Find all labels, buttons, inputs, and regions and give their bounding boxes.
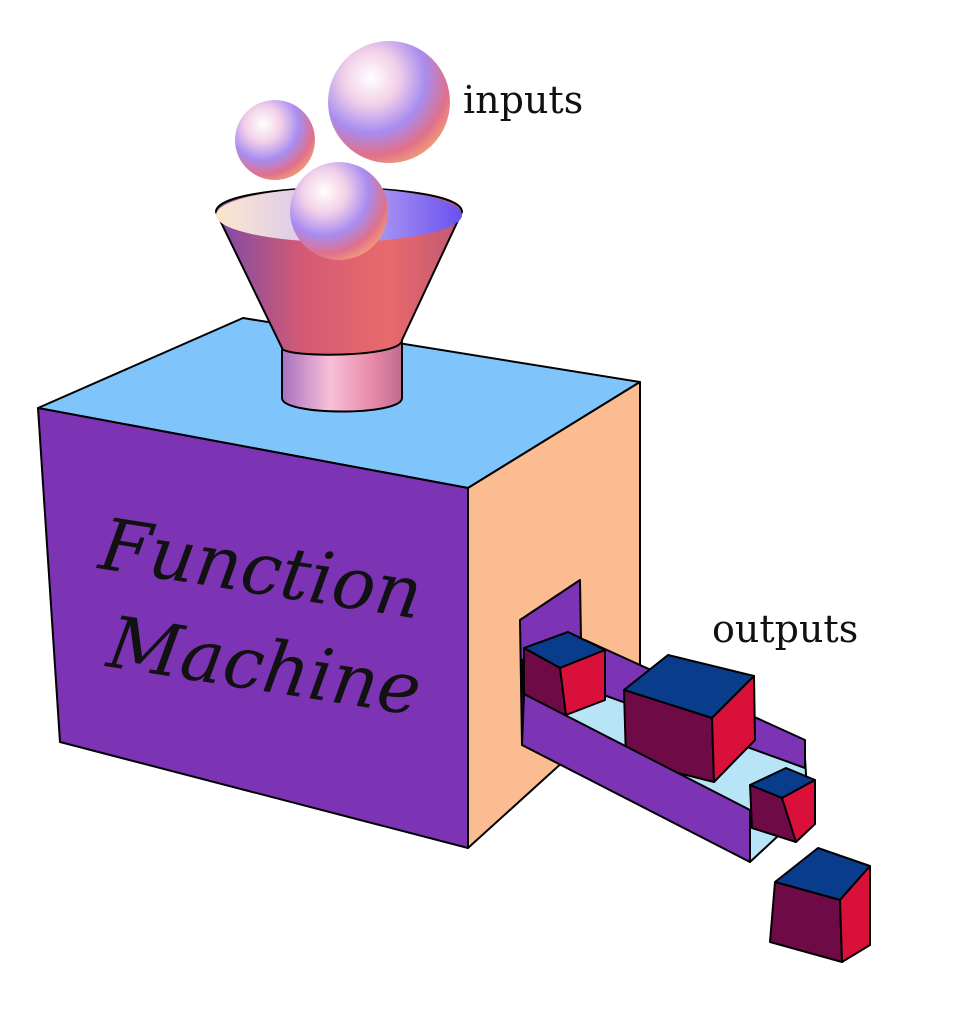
cube-output-icon [523, 631, 606, 716]
sphere-input-icon [235, 100, 315, 180]
chute-front-wall [521, 693, 751, 863]
inputs-label: inputs [463, 78, 583, 122]
sphere-input-icon [290, 162, 388, 260]
outputs-label: outputs [712, 607, 858, 651]
machine-box [37, 317, 641, 849]
funnel [215, 187, 463, 413]
box-front-face [37, 407, 469, 849]
input-spheres [235, 41, 450, 260]
cube-output-icon [749, 767, 816, 843]
cube-output-icon [769, 847, 871, 963]
sphere-input-icon [328, 41, 450, 163]
funnel-neck [281, 341, 403, 413]
